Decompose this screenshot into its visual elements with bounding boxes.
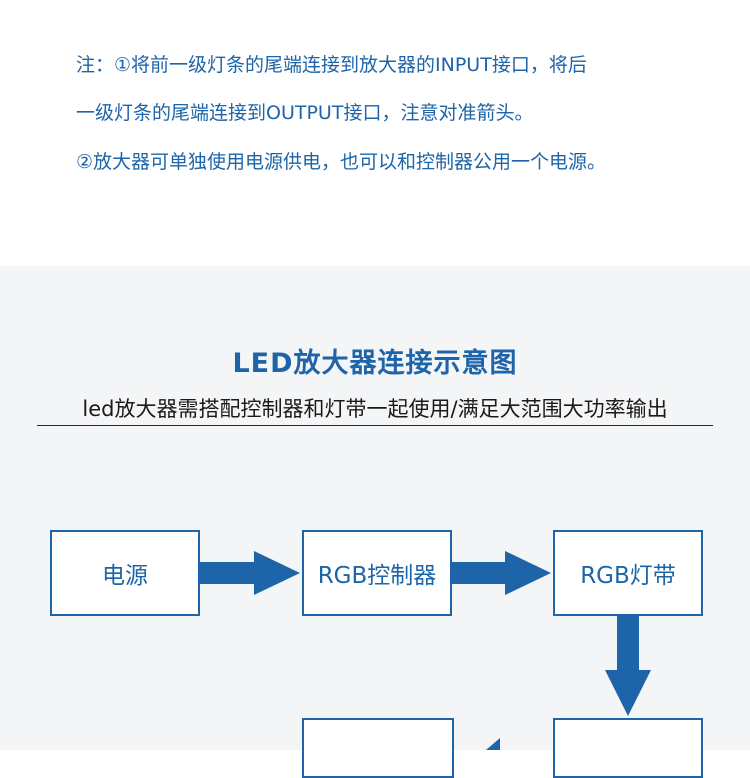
- arrow-controller-to-strip: [452, 551, 551, 595]
- rgb-strip-label: RGB灯带: [580, 563, 676, 589]
- rgb-controller-label: RGB控制器: [317, 563, 437, 589]
- note-line-3: ②放大器可单独使用电源供电，也可以和控制器公用一个电源。: [76, 151, 607, 173]
- diagram-subtitle: led放大器需搭配控制器和灯带一起使用/满足大范围大功率输出: [82, 397, 668, 421]
- note-line-2: 一级灯条的尾端连接到OUTPUT接口，注意对准箭头。: [76, 102, 534, 124]
- power-supply-label: 电源: [102, 563, 148, 589]
- note-line-1: 注：①将前一级灯条的尾端连接到放大器的INPUT接口，将后: [76, 54, 587, 76]
- arrow-strip-down: [605, 616, 651, 716]
- notes-panel: 注：①将前一级灯条的尾端连接到放大器的INPUT接口，将后 一级灯条的尾端连接到…: [0, 0, 750, 266]
- power-supply-box: 电源: [50, 530, 200, 616]
- arrow-left-partial: [486, 738, 500, 750]
- arrow-power-to-controller: [200, 551, 300, 595]
- rgb-strip-box: RGB灯带: [553, 530, 703, 616]
- diagram-title: LED放大器连接示意图: [232, 348, 518, 379]
- connection-arrows: [200, 551, 651, 750]
- title-divider: [37, 425, 713, 426]
- rgb-controller-box: RGB控制器: [302, 530, 452, 616]
